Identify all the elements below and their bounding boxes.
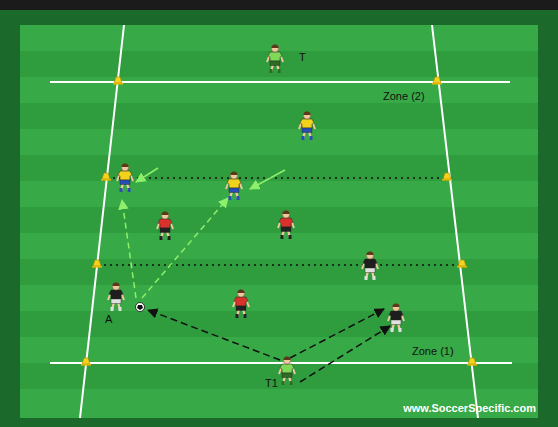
movement-arrows: [122, 168, 390, 382]
zone-label: Zone (1): [412, 345, 454, 358]
player-label: T1: [265, 377, 278, 390]
grass-stripes: [20, 25, 538, 418]
pitch-lines: [50, 25, 512, 418]
zone-label: Zone (2): [383, 90, 425, 103]
player-label: T: [299, 51, 306, 64]
watermark: www.SoccerSpecific.com: [403, 402, 536, 415]
ball: [136, 303, 145, 312]
player-label: A: [105, 313, 112, 326]
cones: [81, 77, 477, 366]
players: [108, 44, 404, 385]
zone-dotted-lines: [98, 178, 461, 265]
